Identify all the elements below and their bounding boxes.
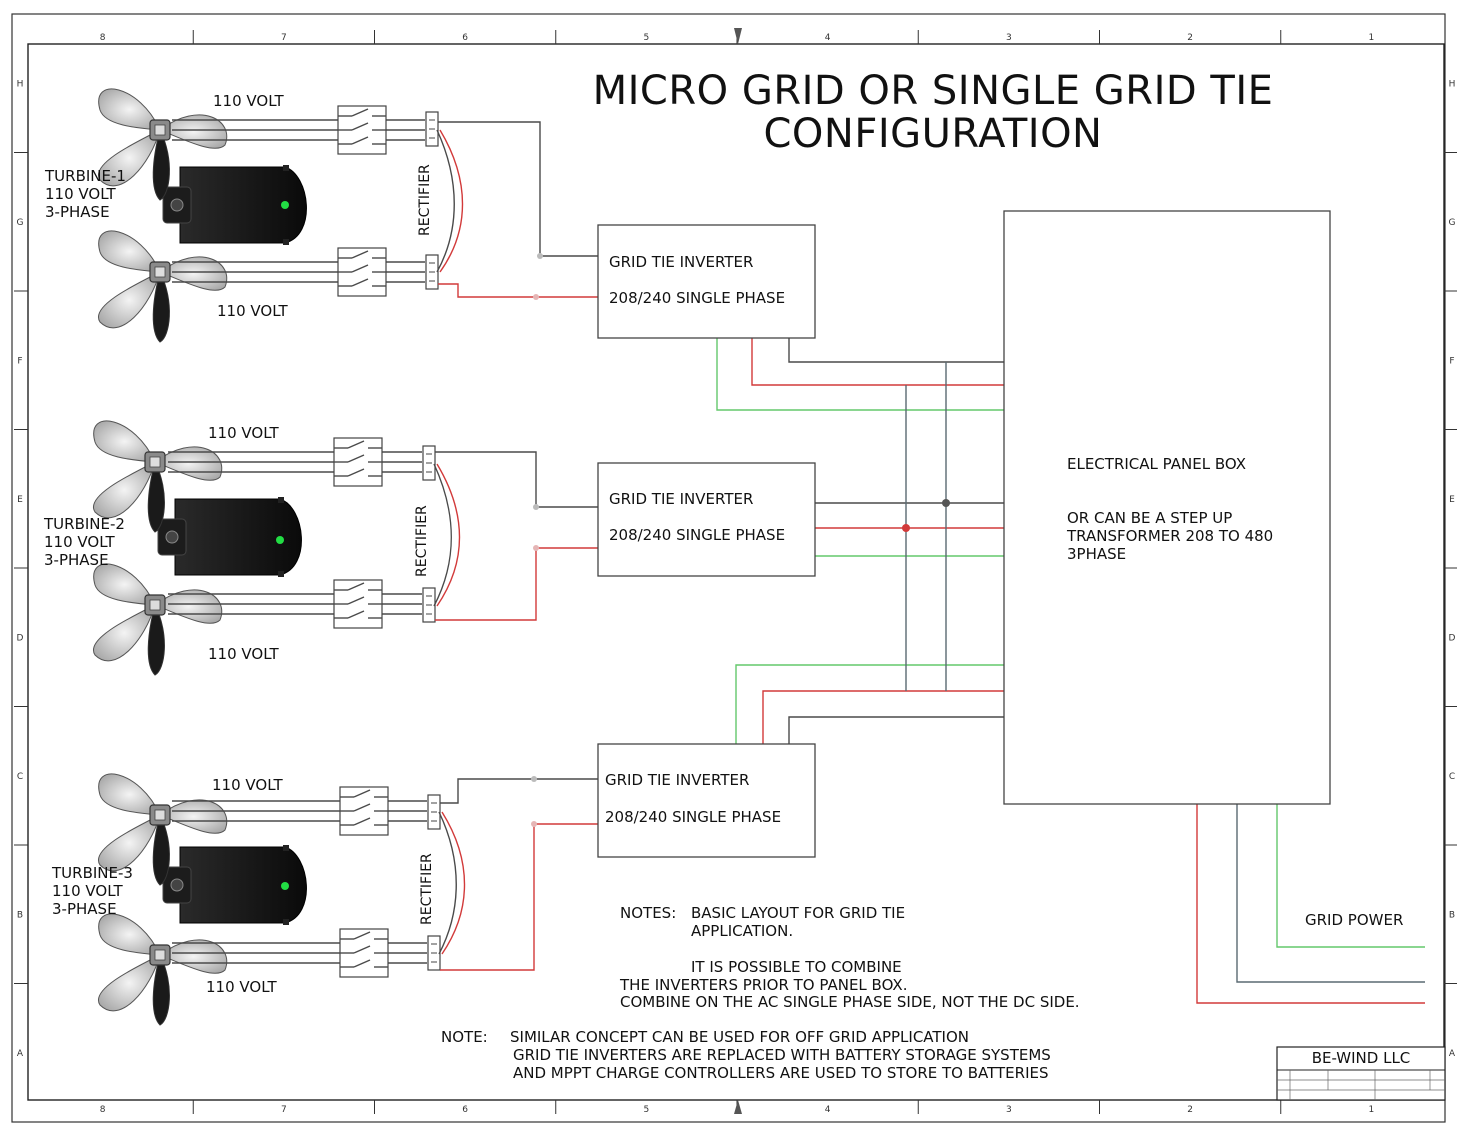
zone-col-label: 5 (644, 1105, 650, 1115)
diagram-title-line1: MICRO GRID OR SINGLE GRID TIE (593, 68, 1274, 114)
turbine-1-graphic (97, 88, 307, 343)
zone-col-label: 4 (825, 1105, 831, 1115)
panel-box-alt-line2: TRANSFORMER 208 TO 480 (1066, 527, 1273, 545)
zone-col-label: 2 (1187, 1105, 1193, 1115)
inverter-2-label: GRID TIE INVERTER (609, 490, 753, 508)
turbine-2-bottom-voltage: 110 VOLT (208, 645, 279, 663)
indicator-led-icon (281, 882, 289, 890)
rectifier-3-label: RECTIFIER (419, 853, 435, 925)
inverter-2-spec: 208/240 SINGLE PHASE (609, 526, 785, 544)
zone-col-label: 1 (1369, 1105, 1375, 1115)
notes-line-3: IT IS POSSIBLE TO COMBINE (691, 958, 902, 976)
rectifier-1-label: RECTIFIER (417, 164, 433, 236)
turbine-2-name: TURBINE-2 (43, 515, 125, 533)
zone-col-label: 6 (462, 1105, 468, 1115)
turbine-3-graphic (97, 773, 307, 1026)
zone-row-label: B (1449, 910, 1455, 920)
panel-box-alt-line3: 3PHASE (1067, 545, 1126, 563)
notes-line-5: COMBINE ON THE AC SINGLE PHASE SIDE, NOT… (620, 993, 1080, 1011)
zone-col-label: 7 (281, 1105, 287, 1115)
turbine-1-bottom-voltage: 110 VOLT (217, 302, 288, 320)
turbine-1-top-voltage: 110 VOLT (213, 92, 284, 110)
notes-label: NOTES: (620, 904, 676, 922)
zone-row-label: C (17, 772, 23, 782)
rectifier-2-label: RECTIFIER (414, 505, 430, 577)
ac-wiring (716, 338, 1425, 1004)
zone-row-label: C (1449, 772, 1455, 782)
turbine-2-graphic (92, 420, 302, 676)
turbine-2: TURBINE-2 110 VOLT 3-PHASE 110 VOLT 110 … (43, 420, 598, 676)
company-name: BE-WIND LLC (1312, 1049, 1411, 1067)
zone-col-label: 7 (281, 33, 287, 43)
zone-col-label: 3 (1006, 33, 1012, 43)
turbine-2-top-voltage: 110 VOLT (208, 424, 279, 442)
notes-line-2: APPLICATION. (691, 922, 793, 940)
zone-row-label: G (17, 218, 24, 228)
zone-row-label: B (17, 910, 23, 920)
indicator-led-icon (276, 536, 284, 544)
panel-box-title: ELECTRICAL PANEL BOX (1067, 455, 1246, 473)
zone-row-label: D (1449, 633, 1456, 643)
notes-line-4: THE INVERTERS PRIOR TO PANEL BOX. (619, 976, 907, 994)
zone-row-label: E (1449, 495, 1455, 505)
drawing-border: 8 8 7 7 6 6 5 5 4 4 3 3 2 2 1 1 H H G G F F E E D D C C B B A A (11, 13, 1457, 1123)
note-offgrid-block: NOTE: SIMILAR CONCEPT CAN BE USED FOR OF… (441, 1028, 1051, 1082)
zone-col-label: 8 (100, 1105, 106, 1115)
zone-row-label: H (1449, 79, 1456, 89)
turbine-2-voltage: 110 VOLT (44, 533, 115, 551)
turbine-1-name: TURBINE-1 (44, 167, 126, 185)
zone-col-label: 5 (644, 33, 650, 43)
turbine-2-phase: 3-PHASE (44, 551, 109, 569)
zone-col-label: 6 (462, 33, 468, 43)
turbine-3: TURBINE-3 110 VOLT 3-PHASE 110 VOLT 110 … (51, 773, 598, 1026)
zone-col-label: 3 (1006, 1105, 1012, 1115)
turbine-3-top-voltage: 110 VOLT (212, 776, 283, 794)
zone-row-label: G (1449, 218, 1456, 228)
turbine-3-bottom-voltage: 110 VOLT (206, 978, 277, 996)
electrical-panel-box: ELECTRICAL PANEL BOX OR CAN BE A STEP UP… (1003, 210, 1331, 805)
zone-col-label: 8 (100, 33, 106, 43)
grid-power-label: GRID POWER (1305, 911, 1403, 929)
zone-col-label: 2 (1187, 33, 1193, 43)
notes-line-1: BASIC LAYOUT FOR GRID TIE (691, 904, 905, 922)
note-line-3: AND MPPT CHARGE CONTROLLERS ARE USED TO … (513, 1064, 1049, 1082)
title-block: BE-WIND LLC (1276, 1046, 1446, 1101)
zone-row-label: A (1449, 1049, 1456, 1059)
note-label: NOTE: (441, 1028, 488, 1046)
inverter-3: GRID TIE INVERTER 208/240 SINGLE PHASE (597, 743, 816, 858)
inverter-3-label: GRID TIE INVERTER (605, 771, 749, 789)
zone-row-label: F (17, 356, 22, 366)
turbine-3-phase: 3-PHASE (52, 900, 117, 918)
zone-row-label: F (1449, 356, 1454, 366)
notes-block: NOTES: BASIC LAYOUT FOR GRID TIE APPLICA… (619, 904, 1080, 1011)
row-ruler: H H G G F F E E D D C C B B A A (14, 79, 1457, 1059)
inverter-1-spec: 208/240 SINGLE PHASE (609, 289, 785, 307)
note-line-1: SIMILAR CONCEPT CAN BE USED FOR OFF GRID… (510, 1028, 969, 1046)
zone-row-label: H (17, 79, 24, 89)
inverter-1-label: GRID TIE INVERTER (609, 253, 753, 271)
inverter-2: GRID TIE INVERTER 208/240 SINGLE PHASE (597, 462, 816, 577)
indicator-led-icon (281, 201, 289, 209)
turbine-1: TURBINE-1 110 VOLT 3-PHASE 110 VOLT 110 … (44, 88, 598, 343)
zone-row-label: D (17, 633, 24, 643)
turbine-1-phase: 3-PHASE (45, 203, 110, 221)
note-line-2: GRID TIE INVERTERS ARE REPLACED WITH BAT… (513, 1046, 1051, 1064)
zone-col-label: 4 (825, 33, 831, 43)
turbine-1-voltage: 110 VOLT (45, 185, 116, 203)
turbine-3-voltage: 110 VOLT (52, 882, 123, 900)
panel-box-alt-line1: OR CAN BE A STEP UP (1067, 509, 1232, 527)
inverter-1: GRID TIE INVERTER 208/240 SINGLE PHASE (597, 224, 816, 339)
turbine-3-name: TURBINE-3 (51, 864, 133, 882)
zone-row-label: E (17, 495, 23, 505)
diagram-title-line2: CONFIGURATION (764, 111, 1103, 157)
zone-col-label: 1 (1369, 33, 1375, 43)
zone-row-label: A (17, 1049, 24, 1059)
inverter-3-spec: 208/240 SINGLE PHASE (605, 808, 781, 826)
